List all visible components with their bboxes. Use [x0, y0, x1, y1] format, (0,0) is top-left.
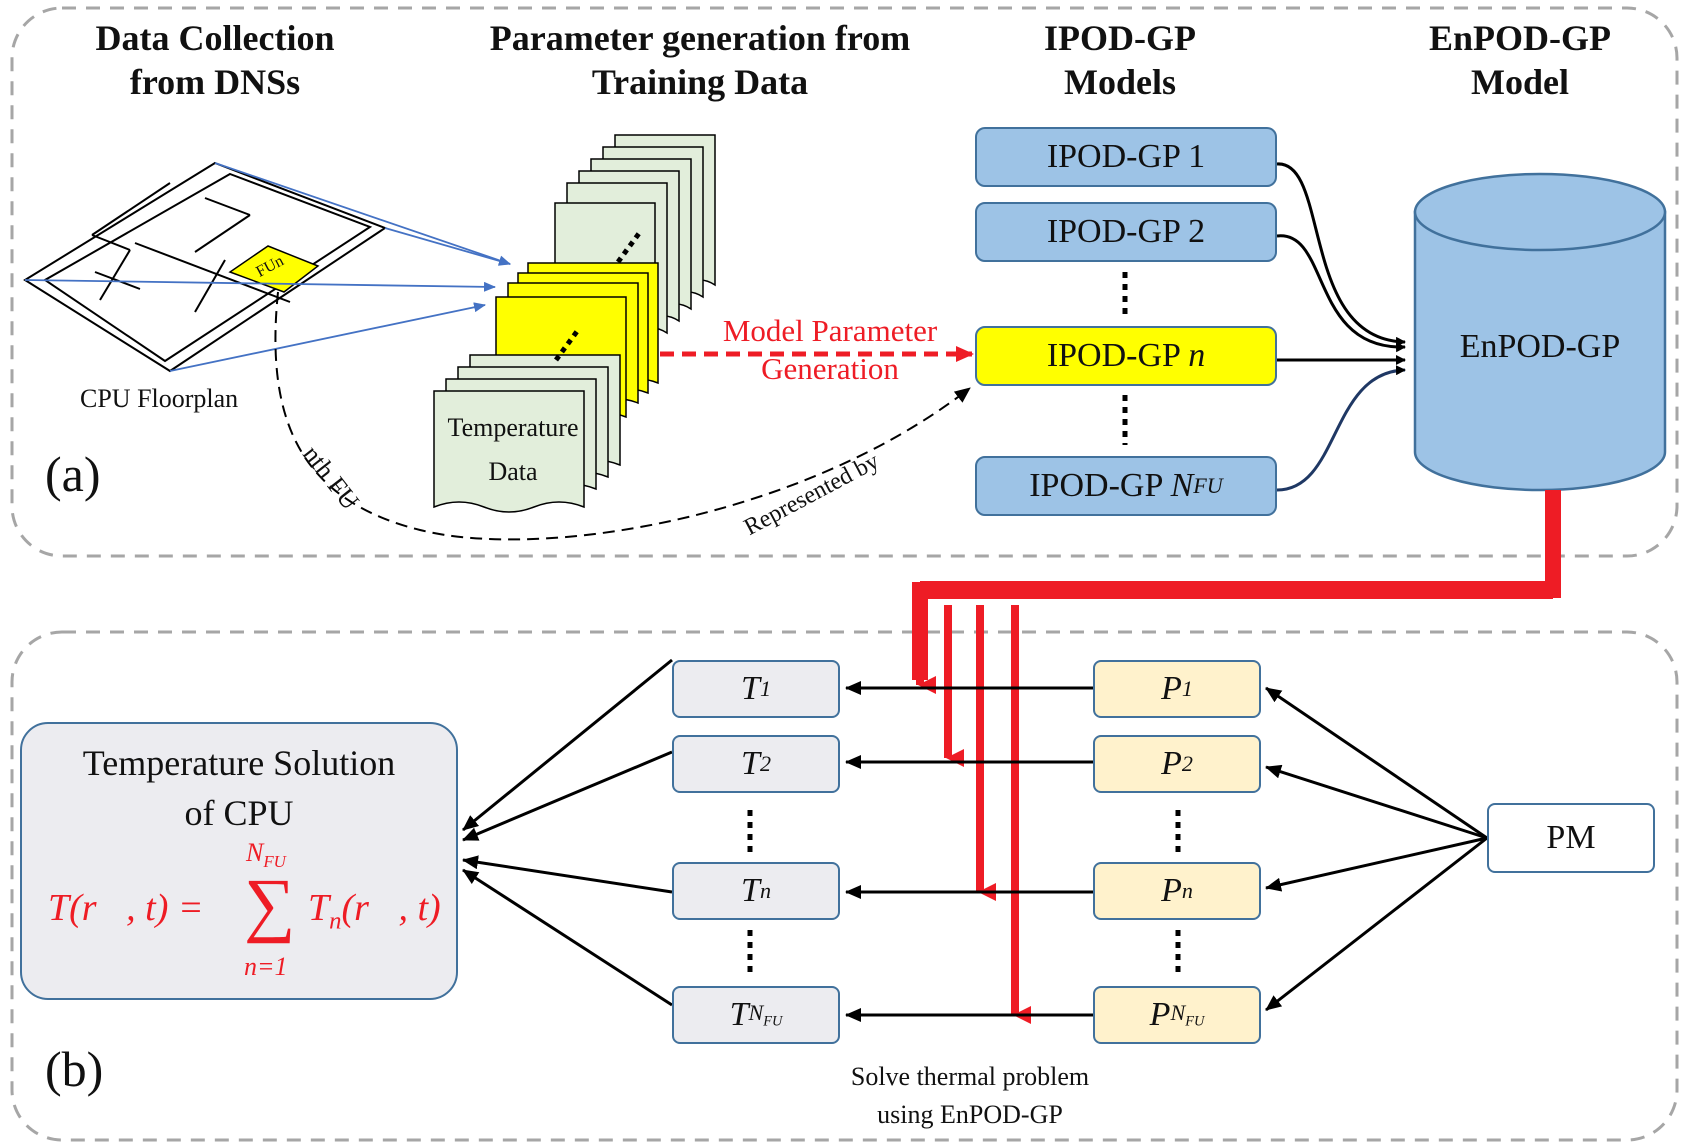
p-box-nfu-sub: NFU: [1170, 999, 1205, 1030]
ipod-gp-2-label: IPOD-GP 2: [1046, 213, 1206, 250]
ipod-gp-2-box: IPOD-GP 2: [975, 202, 1277, 262]
panel-b-frame: [10, 630, 1679, 1142]
t-to-solution-arrows: [462, 658, 673, 1007]
p-box-1-sub: 1: [1181, 676, 1193, 701]
equation-lhs: T(r⃗, t) =: [48, 887, 213, 929]
solution-equation: T(r⃗, t) = ∑ NFU n=1 Tn(r⃗, t): [48, 838, 448, 994]
ipod-gp-nfu-label: IPOD-GP: [1029, 467, 1171, 504]
cpu-floorplan: [23, 161, 388, 373]
panel-b-label: (b): [45, 1041, 104, 1097]
sum-lower-limit: n=1: [244, 952, 288, 981]
p-box-nfu-var: P: [1149, 996, 1171, 1033]
t-box-nfu-sub: NFU: [748, 999, 783, 1030]
header-parameter-generation: Parameter generation from Training Data: [489, 18, 911, 102]
ipod-gp-n-box: IPOD-GP n: [975, 326, 1277, 386]
solution-title: Temperature Solution of CPU: [82, 743, 396, 833]
enpod-output-bus: [912, 490, 1561, 1024]
pm-label: PM: [1546, 819, 1596, 856]
sum-upper-limit: NFU: [246, 838, 286, 872]
fu-n-cell: [228, 245, 320, 293]
ipod-gp-nfu-sub: FU: [1193, 473, 1223, 498]
model-parameter-label: Model Parameter Generation: [722, 313, 938, 386]
t-box-n-sub: n: [759, 878, 771, 903]
ipod-gp-nfu-var: N: [1170, 467, 1194, 504]
t-box-nfu-var: T: [729, 996, 749, 1033]
solve-thermal-label: Solve thermal problem using EnPOD-GP: [850, 1062, 1090, 1129]
pm-to-p-arrows: [1265, 686, 1488, 1012]
t-box-2-var: T: [741, 745, 760, 782]
p-to-t-arrows: [845, 681, 1093, 1022]
ipod-to-enpod-links: [1276, 162, 1406, 492]
ipod-gp-n-label: IPOD-GP: [1046, 337, 1189, 374]
stack-dots-back: [615, 230, 643, 264]
enpod-cylinder-label: EnPOD-GP: [1459, 328, 1621, 365]
header-data-collection: Data Collection from DNSs: [95, 18, 335, 102]
t-box-2-sub: 2: [759, 751, 771, 776]
p-box-2-sub: 2: [1181, 751, 1193, 776]
p-box-n-sub: n: [1181, 878, 1193, 903]
projection-lines: [24, 162, 511, 372]
temperature-data-stack: [433, 354, 621, 513]
panel-a-frame: [10, 6, 1679, 558]
ipod-gp-1-box: IPOD-GP 1: [975, 127, 1277, 187]
cpu-floorplan-label: CPU Floorplan: [80, 384, 239, 413]
represented-by-curve: [274, 291, 971, 541]
p-box-n-var: P: [1161, 872, 1182, 909]
pm-box: PM: [1487, 803, 1655, 873]
p-box-1-var: P: [1161, 670, 1182, 707]
header-enpod-model: EnPOD-GP Model: [1428, 18, 1611, 102]
t-box-1-var: T: [741, 670, 760, 707]
panel-a-label: (a): [45, 446, 101, 502]
temperature-data-label: Temperature Data: [447, 413, 579, 486]
ipod-gp-n-var: n: [1188, 337, 1206, 374]
summation-symbol: ∑: [244, 864, 296, 944]
ipod-gp-1-label: IPOD-GP 1: [1046, 138, 1206, 175]
stack-dots-yellow: [553, 328, 581, 362]
equation-rhs: Tn(r⃗, t): [308, 887, 441, 935]
t-box-n-var: T: [741, 872, 760, 909]
temperature-solution-box: Temperature Solution of CPU T(r⃗, t) = ∑…: [20, 722, 458, 1000]
t-box-1-sub: 1: [759, 676, 771, 701]
header-ipod-models: IPOD-GP Models: [1044, 18, 1196, 102]
p-box-2-var: P: [1161, 745, 1182, 782]
enpod-cylinder: [1413, 172, 1667, 492]
